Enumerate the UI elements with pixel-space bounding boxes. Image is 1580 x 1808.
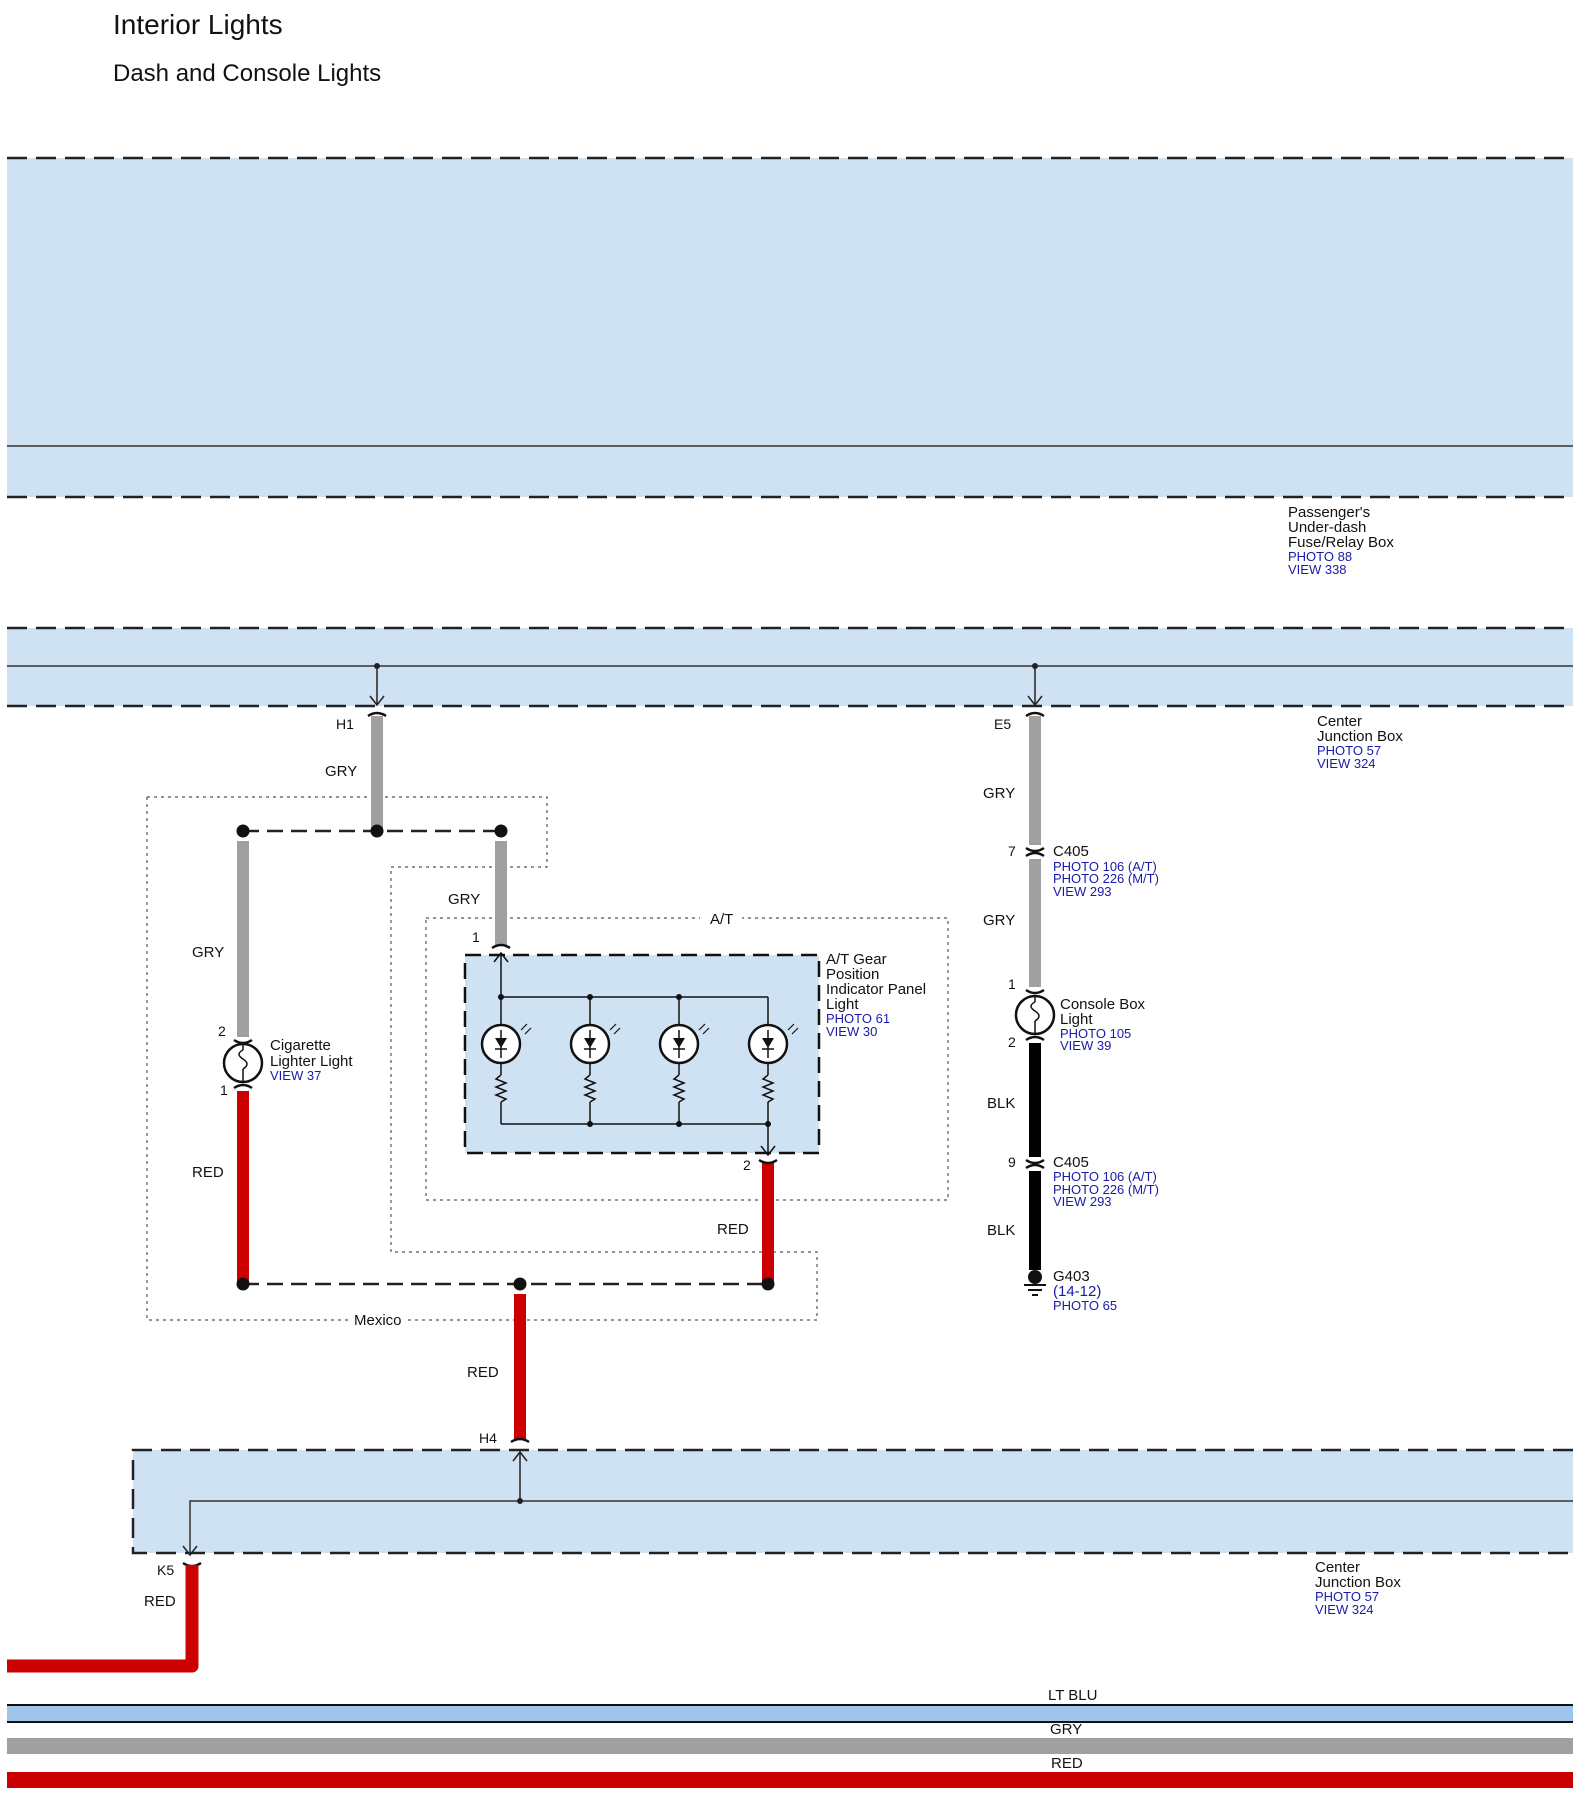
led-column-2 [569, 997, 621, 1124]
svg-text:7: 7 [1008, 843, 1016, 859]
wire-color-labels: GRY GRY GRY GRY GRY RED RED RED RED BLK … [144, 763, 1015, 1610]
svg-text:2: 2 [1008, 1034, 1016, 1050]
svg-text:PHOTO 106 (A/T): PHOTO 106 (A/T) [1053, 859, 1157, 874]
svg-text:1: 1 [220, 1082, 228, 1098]
svg-text:BLK: BLK [987, 1222, 1015, 1239]
svg-text:H1: H1 [336, 716, 354, 732]
svg-text:9: 9 [1008, 1154, 1016, 1170]
svg-text:RED: RED [717, 1221, 749, 1238]
svg-text:(14-12): (14-12) [1053, 1283, 1101, 1300]
svg-text:VIEW 37: VIEW 37 [270, 1068, 321, 1083]
wire-k5-red [7, 1565, 199, 1673]
legend-red: RED [1051, 1755, 1083, 1772]
svg-text:PHOTO 88: PHOTO 88 [1288, 549, 1352, 564]
at-region-label: A/T [710, 911, 733, 928]
svg-text:GRY: GRY [448, 891, 480, 908]
junction-bottom-label: Center Junction Box PHOTO 57 VIEW 324 [1315, 1559, 1401, 1617]
led-column-1 [480, 997, 532, 1124]
svg-text:BLK: BLK [987, 1095, 1015, 1112]
svg-text:PHOTO 226 (M/T): PHOTO 226 (M/T) [1053, 1182, 1159, 1197]
svg-text:Console Box: Console Box [1060, 996, 1146, 1013]
svg-text:Center: Center [1317, 713, 1362, 730]
svg-text:Fuse/Relay Box: Fuse/Relay Box [1288, 534, 1394, 551]
led-column-3 [658, 997, 710, 1124]
svg-text:PHOTO 106 (A/T): PHOTO 106 (A/T) [1053, 1169, 1157, 1184]
svg-text:PHOTO 57: PHOTO 57 [1315, 1589, 1379, 1604]
svg-text:PHOTO 105: PHOTO 105 [1060, 1026, 1131, 1041]
legend-ltblu: LT BLU [1048, 1687, 1097, 1704]
svg-text:Position: Position [826, 966, 879, 983]
svg-text:1: 1 [1008, 976, 1016, 992]
svg-text:Passenger's: Passenger's [1288, 504, 1370, 521]
svg-text:VIEW 324: VIEW 324 [1315, 1602, 1374, 1617]
svg-text:Lighter Light: Lighter Light [270, 1053, 353, 1070]
svg-text:Junction Box: Junction Box [1315, 1574, 1401, 1591]
page-title: Interior Lights [113, 9, 283, 40]
svg-text:G403: G403 [1053, 1268, 1090, 1285]
center-junction-box-bottom [131, 1448, 1573, 1557]
color-legend: LT BLU GRY RED [7, 1687, 1573, 1788]
svg-text:C405: C405 [1053, 1154, 1089, 1171]
ground-icon [1024, 1270, 1046, 1296]
c405-bottom-label: C405 PHOTO 106 (A/T) PHOTO 226 (M/T) VIE… [1053, 1154, 1159, 1209]
svg-text:2: 2 [743, 1157, 751, 1173]
connector-brackets [182, 711, 1045, 1568]
svg-text:Under-dash: Under-dash [1288, 519, 1366, 536]
mexico-region-outline [146, 796, 818, 1321]
svg-text:RED: RED [192, 1164, 224, 1181]
svg-text:VIEW 293: VIEW 293 [1053, 1194, 1112, 1209]
svg-text:VIEW 293: VIEW 293 [1053, 884, 1112, 899]
cigarette-lighter-label: Cigarette Lighter Light VIEW 37 [270, 1037, 353, 1083]
svg-text:PHOTO 226 (M/T): PHOTO 226 (M/T) [1053, 871, 1159, 886]
g403-label: G403 (14-12) PHOTO 65 [1053, 1268, 1117, 1313]
at-region-outline [425, 917, 949, 1201]
pin-labels: H1 E5 2 1 1 2 7 1 2 9 H4 K5 [157, 716, 1016, 1578]
svg-text:K5: K5 [157, 1562, 174, 1578]
svg-text:PHOTO 57: PHOTO 57 [1317, 743, 1381, 758]
svg-text:GRY: GRY [325, 763, 357, 780]
svg-text:E5: E5 [994, 716, 1011, 732]
svg-text:Cigarette: Cigarette [270, 1037, 331, 1054]
led-column-4 [747, 997, 799, 1124]
svg-text:RED: RED [467, 1364, 499, 1381]
svg-text:GRY: GRY [983, 912, 1015, 929]
mexico-region-label: Mexico [354, 1312, 402, 1329]
svg-text:GRY: GRY [983, 785, 1015, 802]
svg-text:Indicator Panel: Indicator Panel [826, 981, 926, 998]
svg-text:C405: C405 [1053, 843, 1089, 860]
svg-text:2: 2 [218, 1023, 226, 1039]
svg-text:Light: Light [826, 996, 859, 1013]
svg-text:H4: H4 [479, 1430, 497, 1446]
svg-text:VIEW 324: VIEW 324 [1317, 756, 1376, 771]
svg-text:GRY: GRY [192, 944, 224, 961]
gear-panel-label: A/T Gear Position Indicator Panel Light … [826, 951, 926, 1039]
fuse-box-label: Passenger's Under-dash Fuse/Relay Box PH… [1288, 504, 1394, 577]
svg-text:PHOTO 61: PHOTO 61 [826, 1011, 890, 1026]
legend-gry: GRY [1050, 1721, 1082, 1738]
svg-text:VIEW 30: VIEW 30 [826, 1024, 877, 1039]
svg-text:A/T Gear: A/T Gear [826, 951, 887, 968]
console-box-bulb-icon [1014, 994, 1056, 1036]
cigarette-lighter-bulb-icon [222, 1042, 264, 1084]
svg-text:VIEW 338: VIEW 338 [1288, 562, 1347, 577]
svg-text:VIEW 39: VIEW 39 [1060, 1038, 1111, 1053]
svg-text:Light: Light [1060, 1011, 1093, 1028]
fuse-relay-box [7, 156, 1573, 499]
svg-text:1: 1 [472, 929, 480, 945]
junction-top-label: Center Junction Box PHOTO 57 VIEW 324 [1317, 713, 1403, 771]
svg-text:Center: Center [1315, 1559, 1360, 1576]
svg-text:PHOTO 65: PHOTO 65 [1053, 1298, 1117, 1313]
svg-text:Junction Box: Junction Box [1317, 728, 1403, 745]
console-box-label: Console Box Light PHOTO 105 VIEW 39 [1060, 996, 1146, 1053]
svg-text:RED: RED [144, 1593, 176, 1610]
c405-top-label: C405 PHOTO 106 (A/T) PHOTO 226 (M/T) VIE… [1053, 843, 1159, 899]
page-subtitle: Dash and Console Lights [113, 60, 381, 87]
center-junction-box-top [7, 626, 1573, 708]
